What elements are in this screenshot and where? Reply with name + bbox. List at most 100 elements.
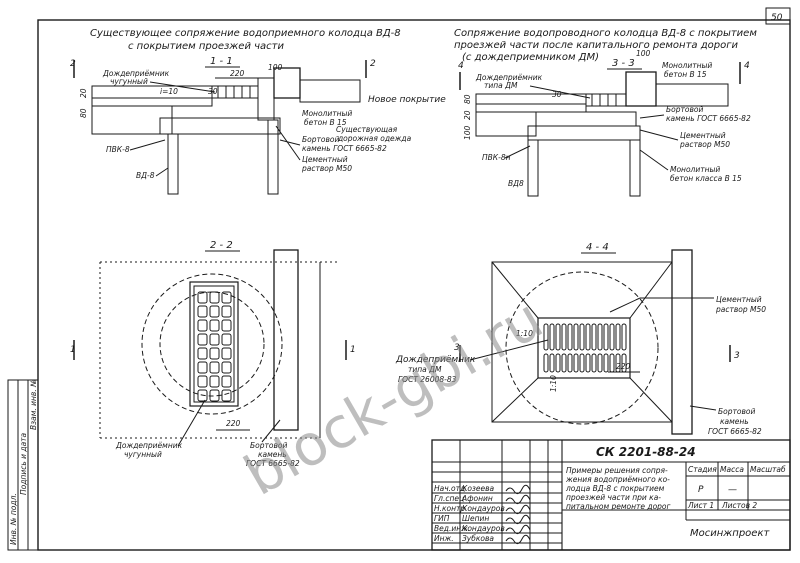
grate-slot xyxy=(543,353,549,373)
label-concrete-b: Монолитный xyxy=(662,61,712,70)
grate-slot xyxy=(221,291,232,304)
label-existing: Существующая xyxy=(336,125,398,134)
label-inlet-b: Дождеприёмник xyxy=(475,73,543,82)
signature-role: Гл.спец xyxy=(434,494,464,503)
desc-3: лодца ВД-8 с покрытием xyxy=(565,484,665,493)
signature-role: Нач.отд. xyxy=(434,484,468,493)
dim-220-plan-a: 220 xyxy=(226,419,241,428)
label-new-cover: Новое покрытие xyxy=(368,95,446,105)
mass-value: — xyxy=(728,485,737,495)
label-concrete-a: Монолитный xyxy=(302,109,352,118)
plan-2-2: 2 - 2 1 1 220 Дождеприёмник чугунный Бор… xyxy=(70,240,356,468)
grate-slot xyxy=(221,333,232,346)
side-stamp: Инв. № подл. Подпись и дата Взам. инв. № xyxy=(7,379,39,551)
cut-mark-plan-left-b: 1 xyxy=(350,345,356,355)
label-curb-plan-b: Бортовой xyxy=(718,407,755,416)
signature-scribble xyxy=(505,514,531,525)
signature-role: Вед.инж. xyxy=(434,524,470,533)
label-concrete-c2: бетон класса В 15 xyxy=(670,174,742,183)
drawing-code: СК 2201-88-24 xyxy=(596,445,696,459)
label-pvk-a: ПВК-8 xyxy=(106,145,130,154)
right-title-3: (с дождеприемником ДМ) xyxy=(462,52,599,63)
right-title-1: Сопряжение водопроводного колодца ВД-8 с… xyxy=(454,28,757,39)
grate-slot xyxy=(221,361,232,374)
grate-slot xyxy=(197,347,208,360)
grate-slot xyxy=(585,323,591,351)
label-inlet-plan-b: Дождеприёмник xyxy=(395,355,476,365)
slope-plan-b1: 1:10 xyxy=(516,329,533,338)
side-stamp-col3: Взам. инв. № xyxy=(29,379,38,430)
grate-slot xyxy=(549,323,555,351)
plan-4-4: 4 - 4 3 3 220 1:10 1:10 Цементный раство… xyxy=(395,242,766,436)
grate-slot xyxy=(197,291,208,304)
signature-name: Афонин xyxy=(461,494,493,503)
section-1-1: Существующее сопряжение водоприемного ко… xyxy=(70,28,446,195)
left-title-1: Существующее сопряжение водоприемного ко… xyxy=(90,28,401,39)
section-label-3-3: 3 - 3 xyxy=(612,58,635,69)
grate-slot xyxy=(621,323,627,351)
grate-slot xyxy=(209,375,220,388)
grate-slot xyxy=(197,305,208,318)
label-concrete-b2: бетон В 15 xyxy=(664,70,707,79)
label-mortar-a: Цементный xyxy=(302,155,348,164)
dim-v100-b: 100 xyxy=(463,125,472,140)
sheet-label: Лист 1 xyxy=(687,501,714,510)
grate-slot xyxy=(615,353,621,373)
grate-slot xyxy=(209,319,220,332)
label-existing2: дорожная одежда xyxy=(337,134,412,143)
grate-slot xyxy=(197,319,208,332)
label-inlet-plan-a: Дождеприёмник xyxy=(115,441,183,450)
signature-role: Инж. xyxy=(434,534,454,543)
side-stamp-col1: Инв. № подл. xyxy=(9,493,18,545)
label-mortar-b2: раствор М50 xyxy=(679,140,730,149)
label-vd-b: ВД8 xyxy=(508,179,524,188)
grate-slot xyxy=(209,305,220,318)
label-inlet-plan-a2: чугунный xyxy=(124,450,162,459)
signature-scribble xyxy=(505,524,531,535)
cut-mark-plan-left-a: 1 xyxy=(70,345,76,355)
signature-scribble xyxy=(505,534,531,545)
label-inlet-a: Дождеприёмник xyxy=(102,69,170,78)
label-curb-plan-b2: камень xyxy=(720,417,749,426)
signature-name: Шепин xyxy=(462,514,489,523)
grate-slot xyxy=(549,353,555,373)
org-name: Мосинжпроект xyxy=(690,528,770,539)
grate-slot xyxy=(197,361,208,374)
right-title-2: проезжей части после капитального ремонт… xyxy=(454,40,738,51)
grate-slot xyxy=(197,375,208,388)
grate-slot xyxy=(573,323,579,351)
label-pvk-b: ПВК-8н xyxy=(482,153,511,162)
label-mortar-a2: раствор М50 xyxy=(301,164,352,173)
cut-mark-left-b: 2 xyxy=(370,59,376,69)
grate-slot xyxy=(197,389,208,402)
label-inlet-plan-b2: типа ДМ xyxy=(408,365,442,374)
grate-slot xyxy=(209,347,220,360)
label-inlet-b2: типа ДМ xyxy=(484,81,518,90)
signature-scribble xyxy=(505,484,531,495)
grate-slot xyxy=(221,347,232,360)
label-curb-a2: камень ГОСТ 6665-82 xyxy=(302,144,387,153)
cut-mark-plan-right-a: 3 xyxy=(454,343,460,353)
label-mortar-plan-b2: раствор М50 xyxy=(715,305,766,314)
grate-slot xyxy=(209,389,220,402)
section-label-2-2: 2 - 2 xyxy=(210,240,233,251)
label-curb-plan-a2: камень xyxy=(258,450,287,459)
grate-slot xyxy=(555,323,561,351)
signature-name: Кондауров xyxy=(462,524,505,533)
grate-slot xyxy=(573,353,579,373)
label-curb-b: Бортовой xyxy=(666,105,703,114)
signature-rows: Нач.отд.КозееваГл.спецАфонинН.контр.Конд… xyxy=(432,484,562,545)
grate-slot xyxy=(221,305,232,318)
label-vd-a: ВД-8 xyxy=(136,171,155,180)
hdr-stage: Стадия xyxy=(688,465,717,474)
cut-mark-right-a: 4 xyxy=(458,61,464,71)
section-label-1-1: 1 - 1 xyxy=(210,56,233,67)
label-curb-plan-a: Бортовой xyxy=(250,441,287,450)
sheet-frame xyxy=(37,19,791,551)
grate-slot xyxy=(555,353,561,373)
grate-slot xyxy=(597,353,603,373)
dim-v80-a: 80 xyxy=(79,108,88,118)
grate-slot xyxy=(585,353,591,373)
signature-role: ГИП xyxy=(434,514,450,523)
